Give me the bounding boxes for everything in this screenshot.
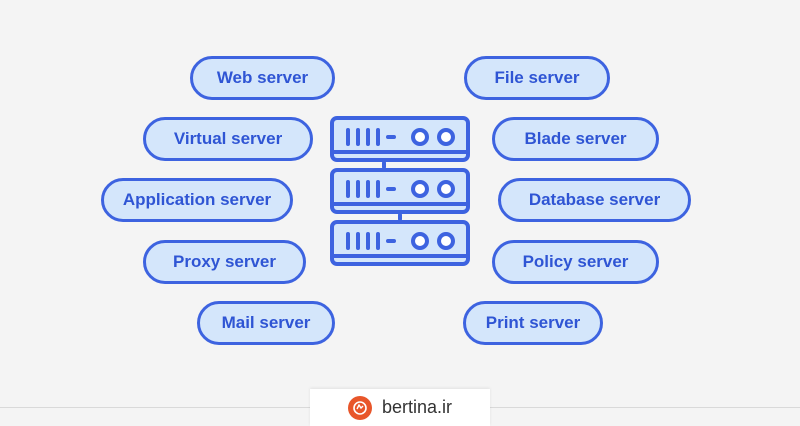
database-server-label: Database server: [498, 178, 691, 222]
server-rack-icon: [330, 116, 470, 266]
policy-server-label: Policy server: [492, 240, 659, 284]
print-server-label: Print server: [463, 301, 603, 345]
proxy-server-label: Proxy server: [143, 240, 306, 284]
site-name: bertina.ir: [381, 397, 453, 417]
web-server-label: Web server: [190, 56, 335, 100]
mail-server-label: Mail server: [197, 301, 335, 345]
bertina-logo-icon: [347, 395, 372, 420]
file-server-label: File server: [464, 56, 610, 100]
application-server-label: Application server: [101, 178, 293, 222]
footer-brand[interactable]: bertina.ir: [310, 389, 490, 426]
virtual-server-label: Virtual server: [143, 117, 313, 161]
blade-server-label: Blade server: [492, 117, 659, 161]
